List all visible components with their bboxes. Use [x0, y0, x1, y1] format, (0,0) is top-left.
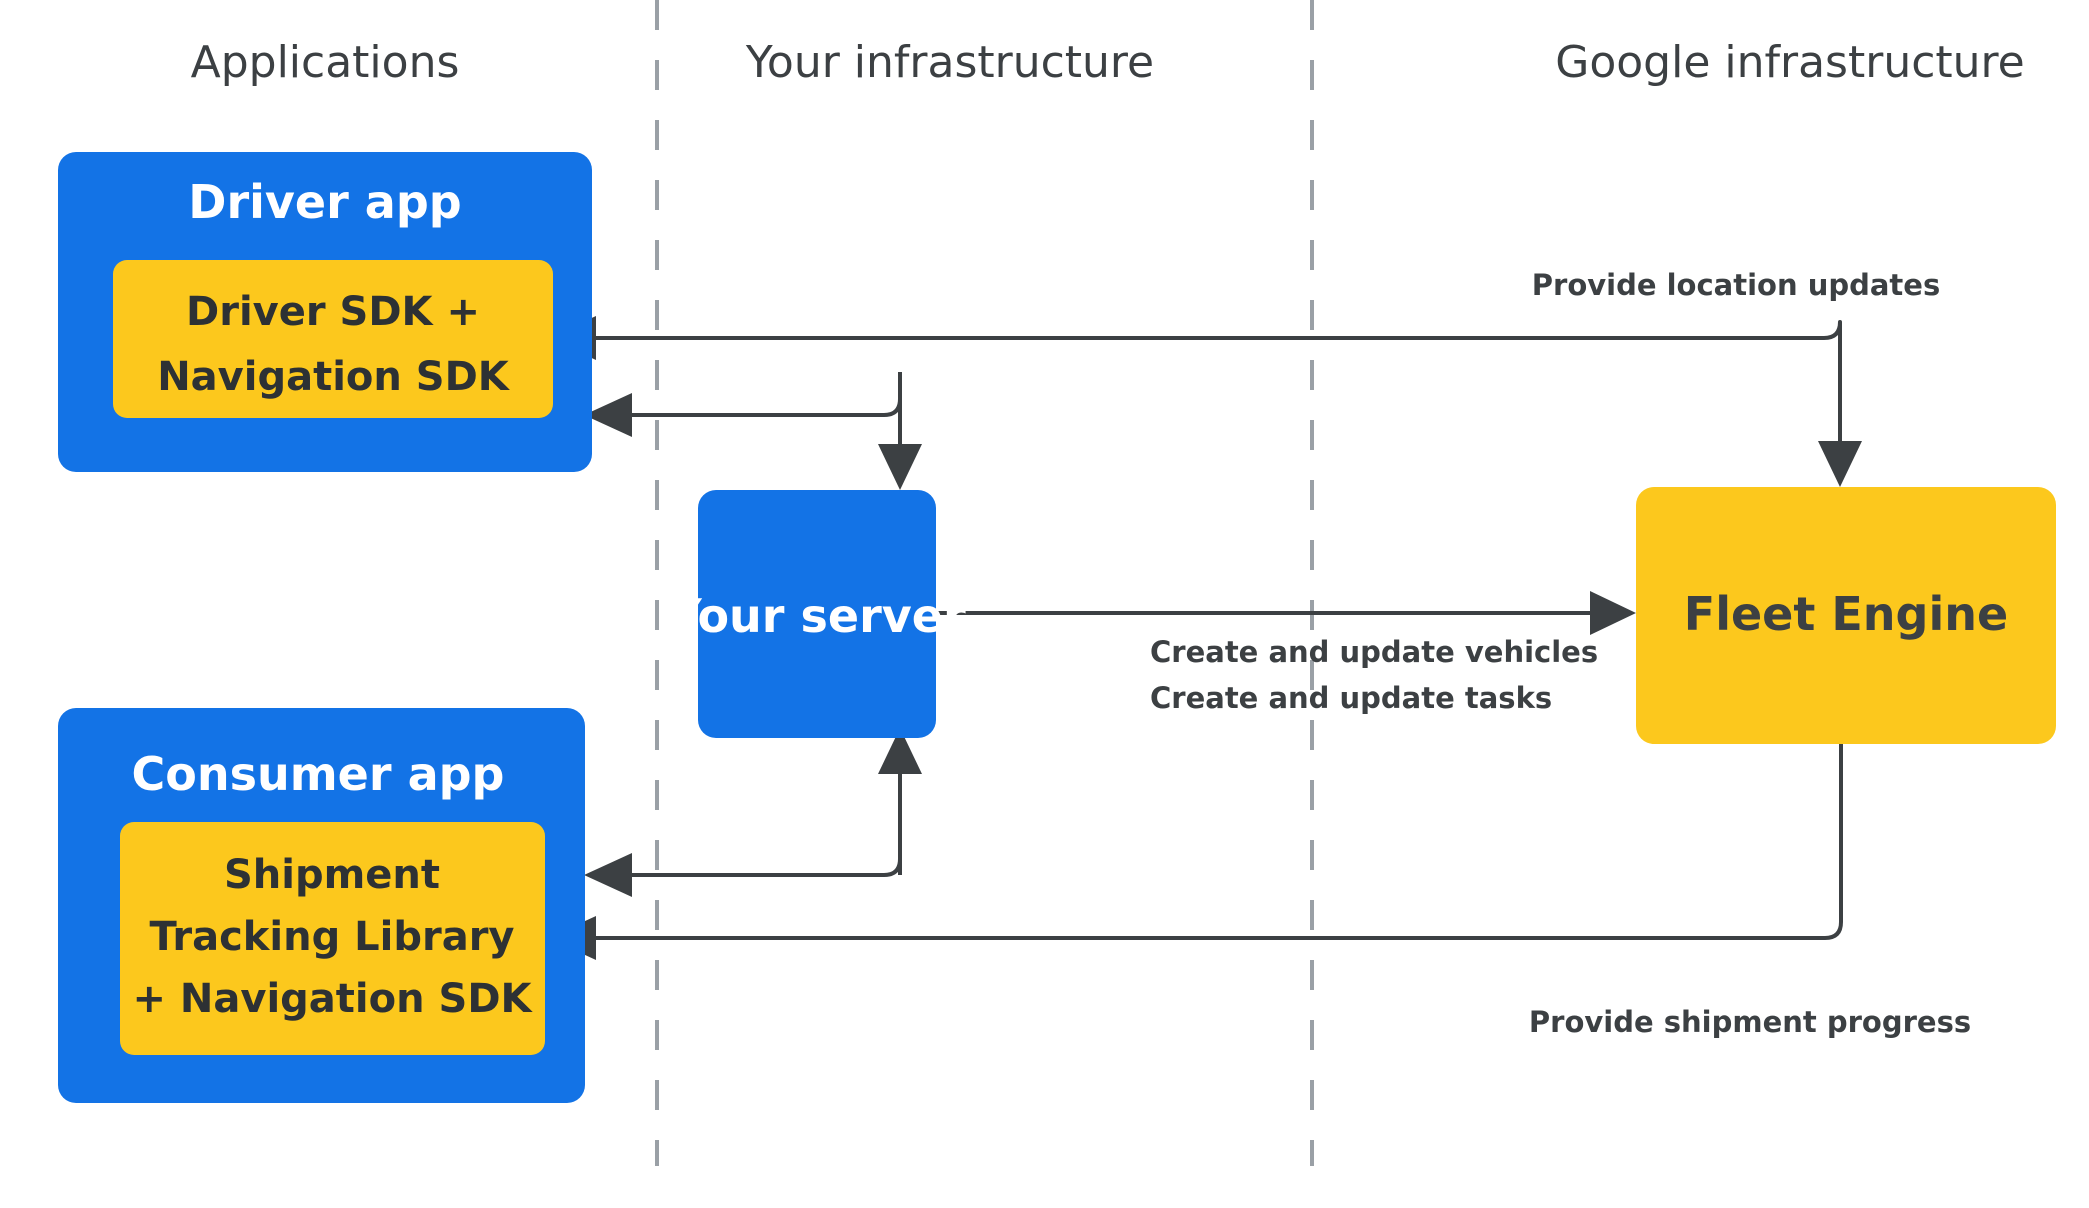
driver-sdk-rect[interactable] — [113, 260, 553, 418]
shipment-tracking-line-1: Shipment — [224, 852, 440, 898]
edge-label-create-and-update-tasks: Create and update tasks — [1150, 681, 1552, 715]
arrowhead-into-shipment-tracking-upper — [584, 853, 632, 897]
shipment-tracking-line-2: Tracking Library — [149, 914, 514, 960]
edge-yourserver-to-driverapp-line — [608, 372, 902, 417]
consumer-app-title: Consumer app — [132, 747, 505, 801]
your-server-rect — [698, 490, 936, 738]
driver-sdk-line-2: Navigation SDK — [157, 354, 511, 400]
your-server-title: Your server — [667, 589, 966, 643]
column-heading-your-infrastructure: Your infrastructure — [745, 37, 1154, 88]
arrowhead-into-driver-app — [584, 393, 632, 437]
edge-fleetengine-to-driversdk-line — [572, 320, 1842, 340]
node-your-server[interactable]: Your server — [667, 490, 966, 738]
edge-label-provide-location-updates: Provide location updates — [1532, 268, 1940, 302]
column-heading-google-infrastructure: Google infrastructure — [1555, 37, 2024, 88]
shipment-tracking-line-3: + Navigation SDK — [132, 976, 533, 1022]
shipment-tracking-rect[interactable] — [120, 822, 545, 1055]
driver-app-title: Driver app — [188, 175, 461, 229]
node-driver-app[interactable]: Driver app Driver SDK + Navigation SDK — [58, 152, 592, 472]
arrowhead-into-fleet-engine-left — [1590, 591, 1636, 635]
arrowhead-into-your-server-bottom — [878, 728, 922, 774]
fleet-engine-title: Fleet Engine — [1684, 587, 2008, 641]
arrowhead-into-fleet-engine-top — [1818, 441, 1862, 487]
node-consumer-app[interactable]: Consumer app Shipment Tracking Library +… — [58, 708, 585, 1103]
driver-sdk-line-1: Driver SDK + — [186, 289, 480, 335]
edge-label-provide-shipment-progress: Provide shipment progress — [1529, 1005, 1971, 1039]
column-heading-applications: Applications — [191, 37, 460, 88]
edge-fleetengine-to-shipmenttracking-line — [572, 744, 1843, 940]
edge-yourserver-to-shipmenttracking-line — [608, 760, 902, 877]
fleet-engine-rect — [1636, 487, 2056, 744]
node-fleet-engine[interactable]: Fleet Engine — [1636, 487, 2056, 744]
arrowhead-into-your-server-top — [878, 444, 922, 490]
edge-label-create-and-update-vehicles: Create and update vehicles — [1150, 635, 1598, 669]
